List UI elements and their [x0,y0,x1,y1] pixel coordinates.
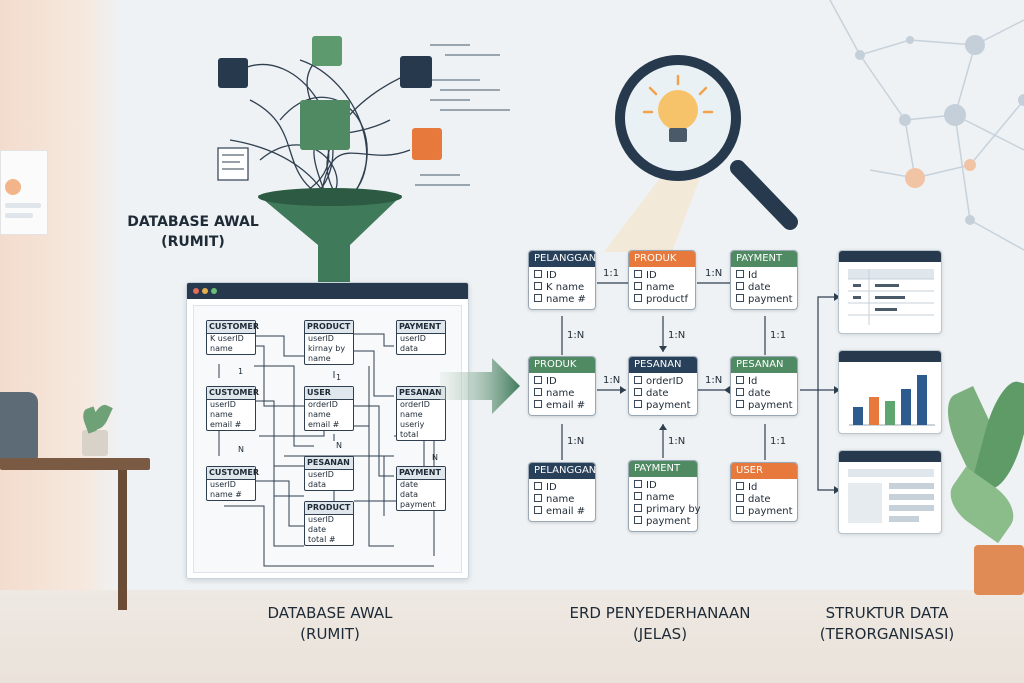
relation-label: 1:N [668,330,686,341]
floor-plant-pot [974,545,1024,595]
cardinality-mark: 1 [238,367,244,376]
office-desk-leg [118,470,127,610]
office-chair [0,392,38,462]
cube-icon [300,100,350,150]
background-floor [0,590,1024,683]
cardinality-mark: N [336,441,342,450]
relation-label: 1:1 [770,436,787,447]
window-title-bar [187,283,468,299]
cube-icon [400,56,432,88]
relation-label: 1:N [705,375,723,386]
cardinality-mark: N [432,453,438,462]
cube-icon [412,128,442,160]
relation-label: 1:1 [770,330,787,341]
cardinality-mark: N [238,445,244,454]
magnifier-handle [730,160,798,230]
relation-label: 1:N [705,268,723,279]
lightbulb-icon [658,90,698,130]
office-desk [0,458,150,470]
relation-label: 1:1 [603,268,620,279]
messy-connector-lines [218,333,435,567]
relation-label: 1:N [567,330,585,341]
cube-icon [312,36,342,66]
caption-database-awal: DATABASE AWAL (RUMIT) [267,604,393,643]
background-wall [0,0,120,683]
bar-chart-icon [838,350,942,434]
cube-icon [218,58,248,88]
funnel-icon [258,195,402,292]
desk-plant-pot [82,430,108,456]
wall-picture-frame [0,150,48,235]
arrow-right-icon [440,358,520,414]
relation-label: 1:N [603,375,621,386]
caption-erd-penyederhanaan: ERD PENYEDERHANAAN (JELAS) [569,604,751,643]
layout-card-icon [838,450,942,534]
relation-label: 1:N [668,436,686,447]
left-section-title: DATABASE AWAL (RUMIT) [127,214,259,250]
relation-label: 1:N [567,436,585,447]
cardinality-mark: 1 [336,373,342,382]
caption-struktur-data: STRUKTUR DATA (TERORGANISASI) [819,604,955,643]
table-card-icon [838,250,942,334]
